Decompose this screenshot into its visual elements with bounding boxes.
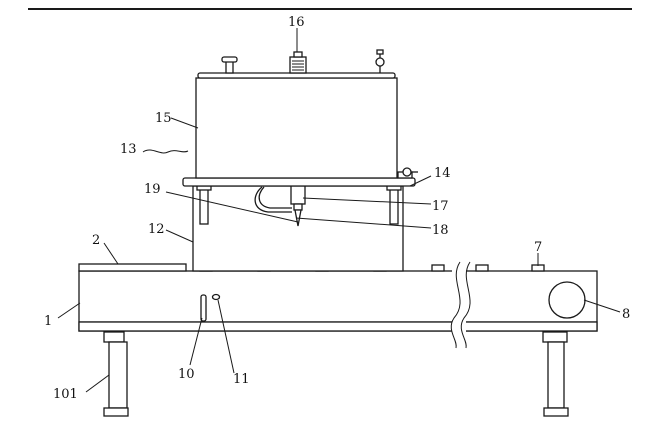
side-valve [397, 167, 418, 179]
top-plate [78, 263, 187, 272]
right-leg [542, 331, 569, 417]
label-15: 15 [155, 111, 172, 126]
tank-lid [197, 72, 396, 79]
hose [254, 186, 292, 213]
label-17: 17 [432, 199, 449, 214]
indicator-button [211, 293, 221, 301]
label-7: 7 [534, 240, 542, 255]
label-16: 16 [288, 15, 305, 30]
vent-valve [375, 49, 385, 73]
support-plate [182, 177, 416, 187]
tank [195, 77, 398, 179]
main-body [78, 270, 598, 332]
label-18: 18 [432, 223, 449, 238]
circular-port [548, 281, 586, 319]
indicator-bar [200, 294, 207, 322]
wave-symbol [142, 149, 189, 154]
tank-knob [221, 56, 238, 74]
label-13: 13 [120, 142, 137, 157]
label-101: 101 [53, 387, 78, 402]
break-symbol [450, 258, 471, 349]
hose-inner [258, 186, 292, 209]
motor [289, 51, 307, 74]
left-leg [103, 331, 129, 417]
label-1: 1 [44, 314, 52, 329]
label-14: 14 [434, 166, 451, 181]
label-2: 2 [92, 233, 100, 248]
label-12: 12 [148, 222, 165, 237]
label-11: 11 [233, 372, 250, 387]
leader-lines [57, 28, 621, 393]
label-8: 8 [622, 307, 630, 322]
label-19: 19 [144, 182, 161, 197]
label-10: 10 [178, 367, 195, 382]
